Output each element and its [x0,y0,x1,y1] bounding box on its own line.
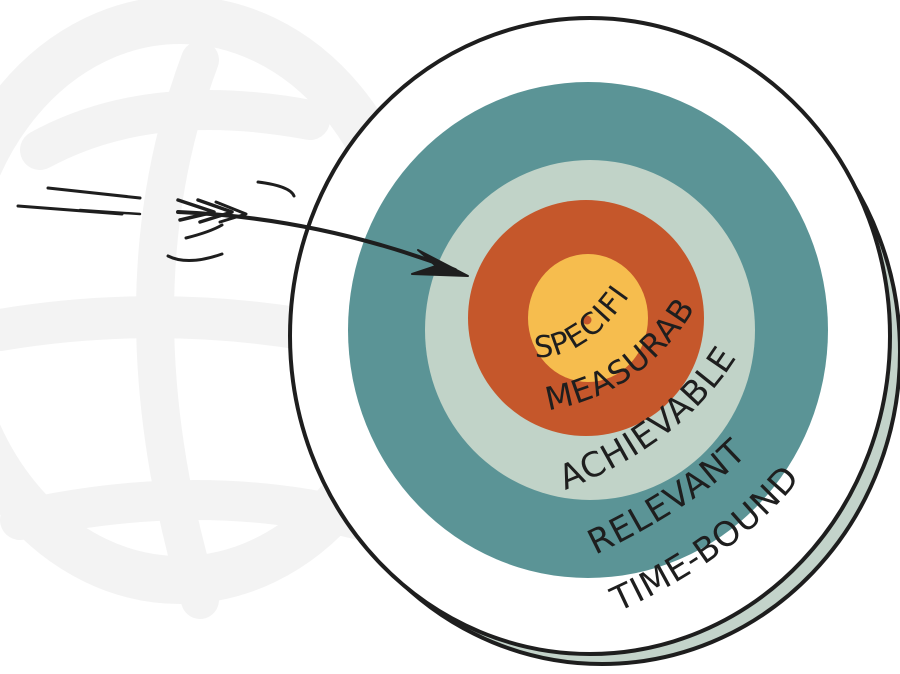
watermark-shape [20,90,330,170]
arrow-fletching [176,198,216,222]
target-board [288,16,900,666]
arrow-fletching [196,198,234,224]
speed-line [46,186,142,200]
arrow-icon [16,180,469,277]
motion-curve [166,252,224,262]
motion-curve [256,180,296,198]
speed-line [78,208,142,216]
arrow-shaft [176,210,457,272]
arrow-fletching [214,200,248,224]
watermark-shape [136,41,219,619]
watermark-shape [0,480,380,540]
motion-curve [184,223,224,240]
arrow-head [411,249,469,277]
bullseye-center-dot-icon [582,315,592,325]
